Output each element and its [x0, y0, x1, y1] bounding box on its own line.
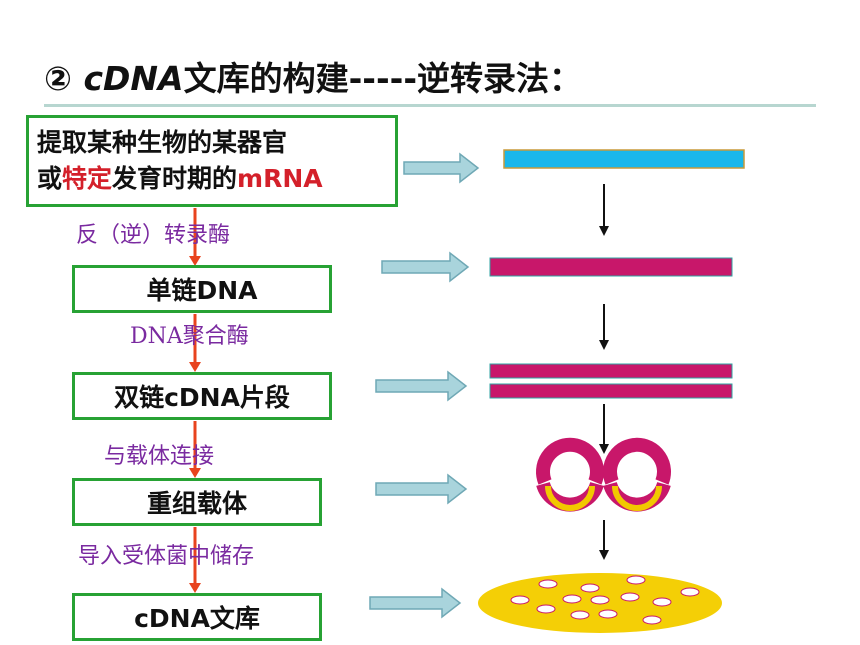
label-ligate-vector: 与载体连接	[104, 444, 215, 469]
step-box-single-strand-dna: 单链DNA	[72, 265, 332, 313]
flow-arrowhead-4	[189, 583, 201, 593]
down-arrow-4	[599, 520, 609, 560]
step1-line1: 提取某种生物的某器官	[37, 128, 288, 157]
down-arrow-1	[599, 184, 609, 236]
step-box-double-strand-cdna: 双链cDNA片段	[72, 372, 332, 420]
block-arrow-3	[375, 370, 468, 402]
step1-line2: 或特定发育时期的mRNA	[37, 164, 323, 193]
mrna-strand	[503, 149, 745, 169]
double-dna-strand-top	[489, 363, 733, 379]
block-arrow-5	[369, 587, 462, 619]
step-box-cdna-library: cDNA文库	[72, 593, 322, 641]
block-arrow-1	[403, 152, 480, 184]
enzyme-label-reverse-transcriptase: 反（逆）转录酶	[76, 223, 231, 248]
flow-arrowhead-3	[189, 468, 201, 478]
flow-arrowhead-2	[189, 362, 201, 372]
single-dna-strand	[489, 257, 733, 277]
title-underline	[44, 104, 816, 107]
down-arrow-3	[599, 404, 609, 454]
page-title: ② cDNA文库的构建-----逆转录法：	[44, 59, 583, 98]
bacterial-colony-plate	[478, 573, 722, 633]
block-arrow-2	[381, 251, 470, 283]
step-box-mrna: 提取某种生物的某器官 或特定发育时期的mRNA	[26, 115, 398, 207]
double-dna-strand-bottom	[489, 383, 733, 399]
recombinant-vector-right	[603, 437, 671, 512]
step-box-recombinant-vector: 重组载体	[72, 478, 322, 526]
enzyme-label-dna-polymerase: DNA聚合酶	[130, 324, 249, 349]
label-transform-host: 导入受体菌中储存	[78, 544, 255, 569]
down-arrow-2	[599, 304, 609, 350]
recombinant-vector-left	[536, 437, 604, 512]
block-arrow-4	[375, 473, 468, 505]
flow-arrowhead-1	[189, 256, 201, 266]
